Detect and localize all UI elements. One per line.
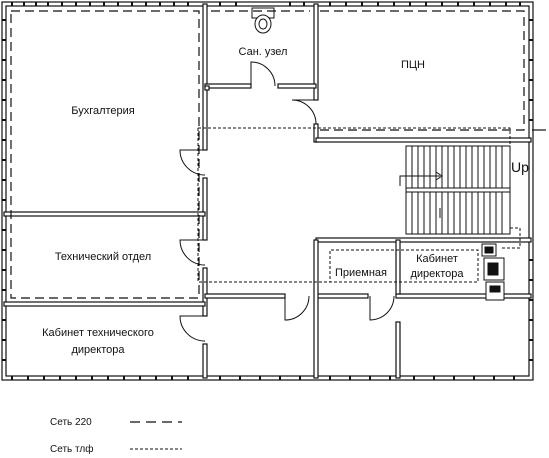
walls [1, 1, 534, 381]
phone-icon [481, 243, 497, 257]
door-tech-director [179, 315, 206, 342]
room-tech-director-line1: Кабинет технического [42, 327, 154, 339]
door-accounting [179, 149, 206, 176]
room-ptsn: ПЦН [401, 59, 425, 71]
room-restroom: Сан. узел [239, 46, 288, 58]
fax-icon [483, 257, 505, 281]
legend: Сеть 220 Сеть тлф [50, 417, 182, 455]
legend-power-220: Сеть 220 [50, 417, 92, 428]
room-tech-director-line2: директора [71, 344, 125, 356]
room-director-line2: директора [410, 268, 464, 280]
printer-icon [485, 281, 505, 301]
door-reception [284, 295, 310, 321]
stairs-up-label: Up [511, 159, 529, 175]
network-220 [10, 10, 525, 299]
toilet-icon [251, 7, 275, 34]
door-director [369, 295, 395, 321]
room-director-line1: Кабинет [416, 253, 458, 265]
stairs-icon [399, 145, 511, 235]
windows [2, 2, 533, 380]
room-accounting: Бухгалтерия [71, 105, 135, 117]
door-restroom [250, 61, 276, 87]
legend-phone: Сеть тлф [50, 443, 93, 455]
interior-walls [3, 3, 532, 379]
room-technical-dept: Технический отдел [55, 251, 151, 263]
door-ptsn [291, 99, 317, 125]
network-phone [197, 127, 521, 283]
door-tech-dept [179, 239, 206, 266]
room-reception: Приемная [335, 267, 387, 279]
doors [179, 61, 395, 342]
